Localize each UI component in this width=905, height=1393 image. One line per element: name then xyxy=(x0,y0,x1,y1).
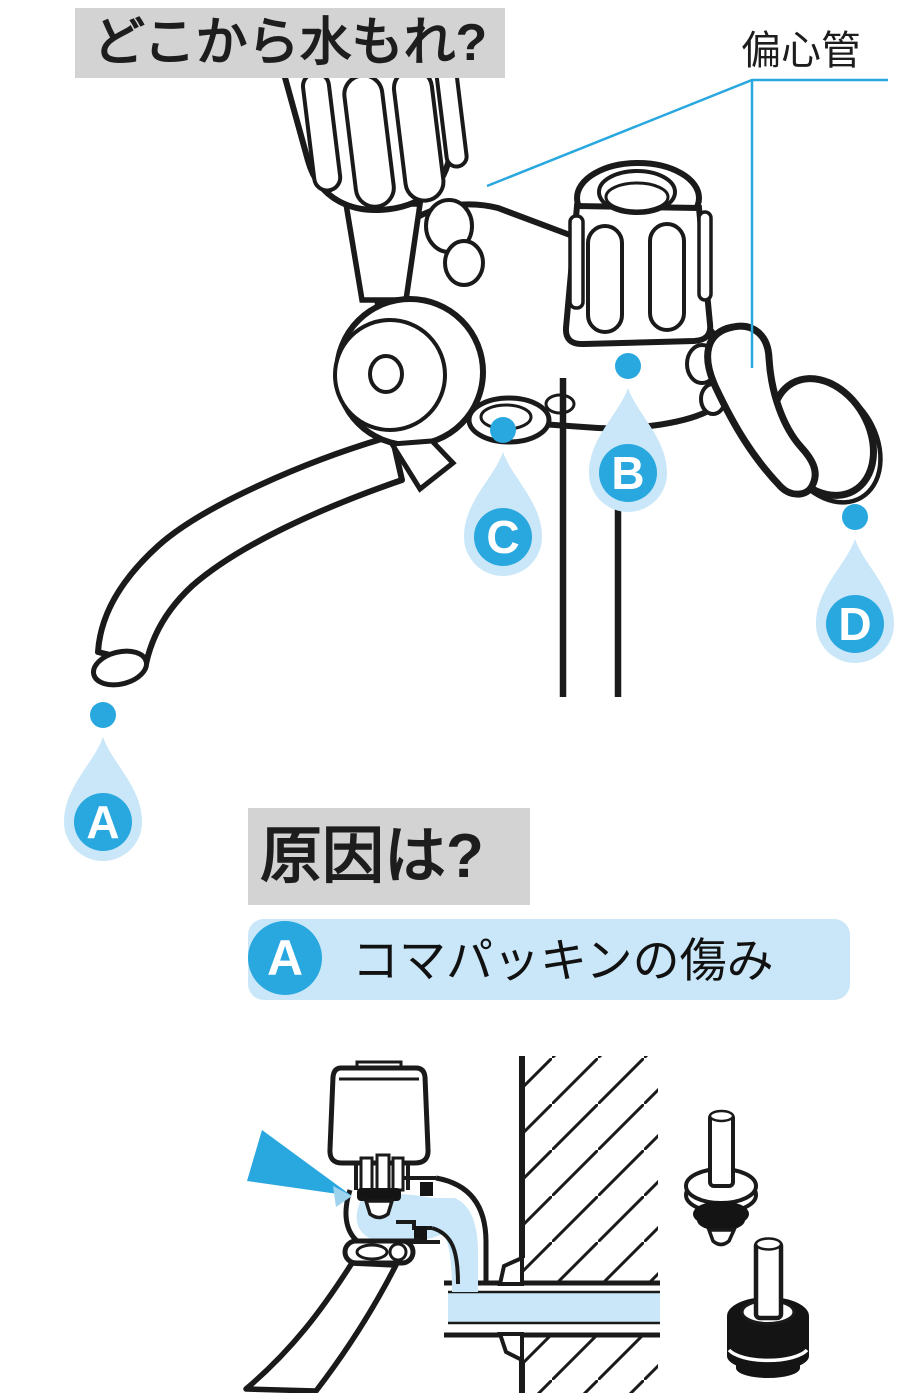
packing-nub xyxy=(363,1199,395,1220)
cross-section-illustration xyxy=(243,1056,809,1393)
cause-label: コマパッキンの傷み xyxy=(352,934,774,987)
part-label-leader xyxy=(486,78,888,188)
spindle-and-packing xyxy=(357,1153,405,1220)
cause-item: A コマパッキンの傷み xyxy=(248,919,850,1000)
left-handle-stem xyxy=(342,201,424,303)
leak-dot xyxy=(615,353,641,379)
packing-part-bottom xyxy=(727,1237,809,1378)
valve-handle xyxy=(327,1060,431,1166)
left-handle xyxy=(278,44,469,213)
diverter-drum xyxy=(333,296,486,493)
spout xyxy=(91,433,405,688)
packing-part-top xyxy=(684,1109,758,1247)
koma-packing xyxy=(357,1188,401,1201)
cause-marker-badge: A xyxy=(248,921,322,995)
leak-dot xyxy=(490,417,516,443)
wall-pipe xyxy=(444,1280,660,1338)
seal-ring xyxy=(420,1182,433,1196)
wall-flange-section xyxy=(497,1332,524,1364)
drop-letter: C xyxy=(486,511,519,563)
seal-ring xyxy=(414,1226,427,1240)
spout-tip xyxy=(91,648,149,688)
body-boss xyxy=(443,239,485,287)
drop-badge xyxy=(826,595,884,653)
eccentric-pipe xyxy=(704,322,819,498)
outlet-pipe xyxy=(243,1260,399,1393)
water-drop-b: B xyxy=(589,353,667,512)
leak-dot xyxy=(842,504,868,530)
drop-badge xyxy=(74,793,132,851)
water-drop-d: D xyxy=(816,504,894,663)
wall-flange-section xyxy=(497,1254,524,1286)
water-drop-c: C xyxy=(464,417,542,576)
spray-icon-tip xyxy=(333,1186,352,1207)
eccentric-pipe-and-flange xyxy=(704,322,883,505)
cause-heading: 原因は? xyxy=(248,808,530,905)
leak-dot xyxy=(90,702,116,728)
right-handle xyxy=(562,160,714,348)
spray-icon xyxy=(247,1130,352,1196)
drop-badge xyxy=(474,508,532,566)
wall-hatch xyxy=(522,1056,658,1393)
drop-letter: B xyxy=(611,447,644,499)
page-title: どこから水もれ? xyxy=(75,8,505,78)
drop-letter: A xyxy=(86,796,119,848)
part-label-eccentric-pipe: 偏心管 xyxy=(741,29,861,73)
drop-badge xyxy=(599,444,657,502)
faucet-illustration xyxy=(91,44,888,697)
drop-letter: D xyxy=(838,598,871,650)
water-drop-a: A xyxy=(64,702,142,861)
